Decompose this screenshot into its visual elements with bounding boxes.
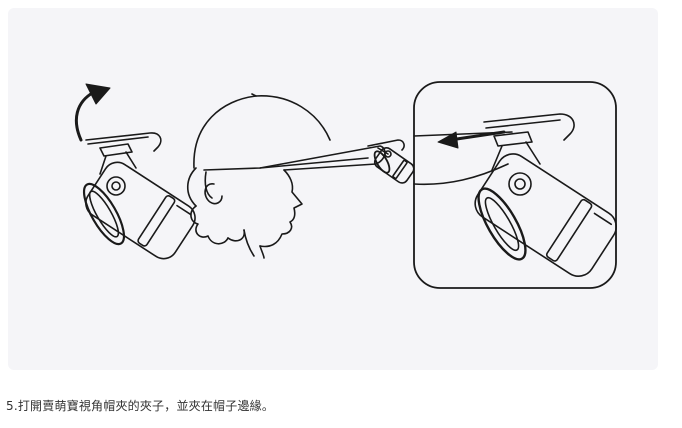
cap-crown [193,95,331,169]
ear [204,183,223,205]
face-profile [259,169,303,248]
insert-arrow-icon [448,130,506,142]
camera-clipped-on-brim [367,139,415,184]
person-with-cap-drawing [186,93,386,259]
instruction-illustration-panel [8,8,658,370]
camera-clip-open-drawing [74,83,196,260]
zoomed-inset [413,81,617,289]
rotate-arrow-icon [74,90,96,142]
pivot-knob [106,176,126,196]
zoom-frame [413,81,617,289]
clip-top-plate [85,132,162,152]
camera-lens [82,182,126,246]
camera-body [85,161,196,260]
insert-arrowhead-icon [437,131,459,149]
cap-brim [203,145,386,171]
rotate-arrowhead-icon [85,83,111,105]
instruction-caption: 5.打開賣萌寶視角帽夾的夾子，並夾在帽子邊緣。 [6,399,275,413]
zoom-pivot-knob [508,172,532,196]
zoom-camera-lens [477,187,527,261]
instruction-illustration [74,81,617,289]
